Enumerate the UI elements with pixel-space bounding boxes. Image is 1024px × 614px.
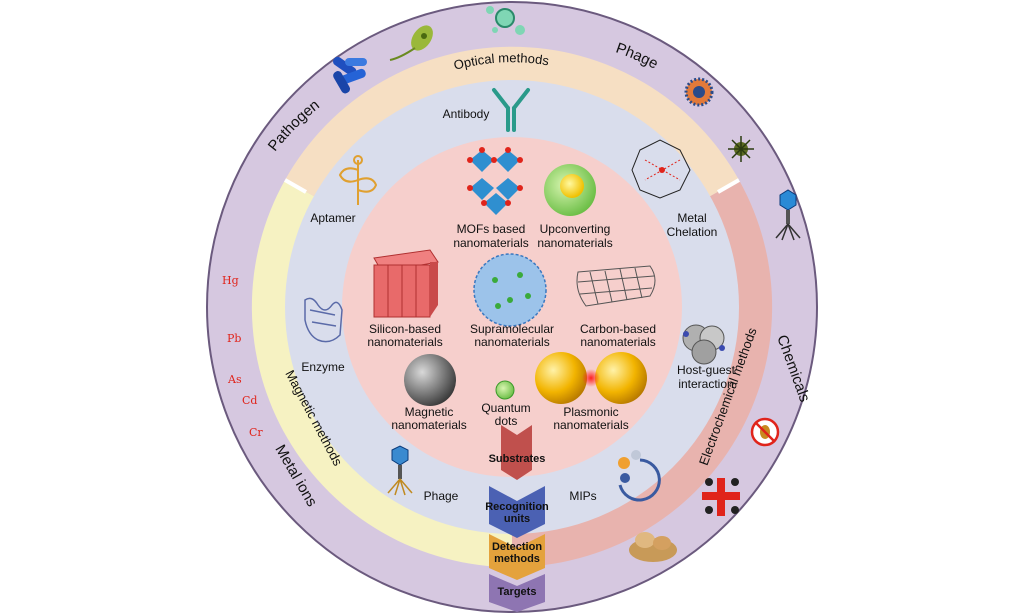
detection-arrow-label-line2: methods (494, 553, 540, 565)
recognition-arrow-label-line2: units (504, 513, 530, 525)
carbon-label-line2: nanomaterials (580, 335, 655, 349)
phage-recognition-label: Phage (424, 489, 459, 503)
bacteriophage-icon (775, 189, 801, 241)
spiky-virus-icon (728, 136, 754, 162)
mof-label-line2: nanomaterials (453, 236, 528, 250)
enzyme-icon (304, 297, 343, 343)
upconverting-label-line2: nanomaterials (537, 236, 612, 250)
bacteria-icon (333, 56, 367, 94)
detection-arrow (489, 534, 545, 580)
magnetic-label-line2: nanomaterials (391, 418, 466, 432)
plasmonic-label-line1: Plasmonic (563, 405, 618, 419)
mof-label-line1: MOFs based (457, 222, 526, 236)
food-icon (629, 532, 677, 562)
targets-arrow-label: Targets (498, 586, 537, 598)
metal-ion: As (227, 373, 242, 386)
protozoa-icon (389, 25, 433, 61)
silicon-label-line1: Silicon-based (369, 322, 441, 336)
host-guest-label-line1: Host-guest (677, 363, 736, 377)
aptamer-icon (338, 155, 378, 205)
virus-particle-icon (684, 77, 714, 107)
mips-icon (618, 450, 661, 502)
recognition-arrow-label-line1: Recognition (485, 501, 549, 513)
virus-cluster-icon (486, 6, 525, 35)
aptamer-label: Aptamer (310, 211, 355, 225)
quantum-dot-icon (495, 380, 515, 400)
targets-arrow (489, 574, 545, 612)
antibody-label: Antibody (443, 107, 490, 121)
metal-ions-list: Hg Pb As Cd Cr (222, 274, 263, 439)
metal-ion: Hg (222, 274, 239, 287)
supramolecular-label-line2: nanomaterials (474, 335, 549, 349)
metal-ion: Cr (249, 426, 263, 439)
metal-chelation-label-line1: Metal (677, 211, 706, 225)
substrates-arrow (501, 425, 532, 480)
upconverting-label-line1: Upconverting (540, 222, 611, 236)
mips-label: MIPs (569, 489, 596, 503)
detection-arrow-label-line1: Detection (492, 541, 542, 553)
no-insect-icon (750, 417, 780, 447)
metal-chelation-icon (631, 139, 691, 199)
mof-icon (467, 147, 523, 215)
livestock-icon (702, 478, 740, 516)
magnetic-label-line1: Magnetic (405, 405, 454, 419)
magnetic-nanoparticle-icon (404, 354, 456, 406)
carbon-nanotube-icon (576, 265, 656, 307)
host-guest-label-line2: interaction (678, 377, 733, 391)
antibody-icon (492, 88, 530, 132)
metal-ion: Cd (242, 394, 257, 407)
host-guest-icon (682, 324, 725, 365)
metal-ion: Pb (227, 332, 241, 345)
quantum-label-line2: dots (495, 414, 518, 428)
supramolecular-icon (473, 253, 547, 327)
silicon-icon (373, 249, 439, 318)
enzyme-label: Enzyme (301, 360, 345, 374)
phage-recognition-icon (387, 445, 413, 496)
recognition-arrow (489, 486, 545, 538)
quantum-label-line1: Quantum (481, 401, 530, 415)
silicon-label-line2: nanomaterials (367, 335, 442, 349)
plasmonic-label-line2: nanomaterials (553, 418, 628, 432)
plasmonic-icon (535, 352, 647, 404)
supramolecular-label-line1: Supramolecular (470, 322, 554, 336)
substrates-arrow-label: Substrates (489, 453, 546, 465)
metal-chelation-label-line2: Chelation (667, 225, 718, 239)
upconverting-icon (544, 164, 596, 216)
carbon-label-line1: Carbon-based (580, 322, 656, 336)
